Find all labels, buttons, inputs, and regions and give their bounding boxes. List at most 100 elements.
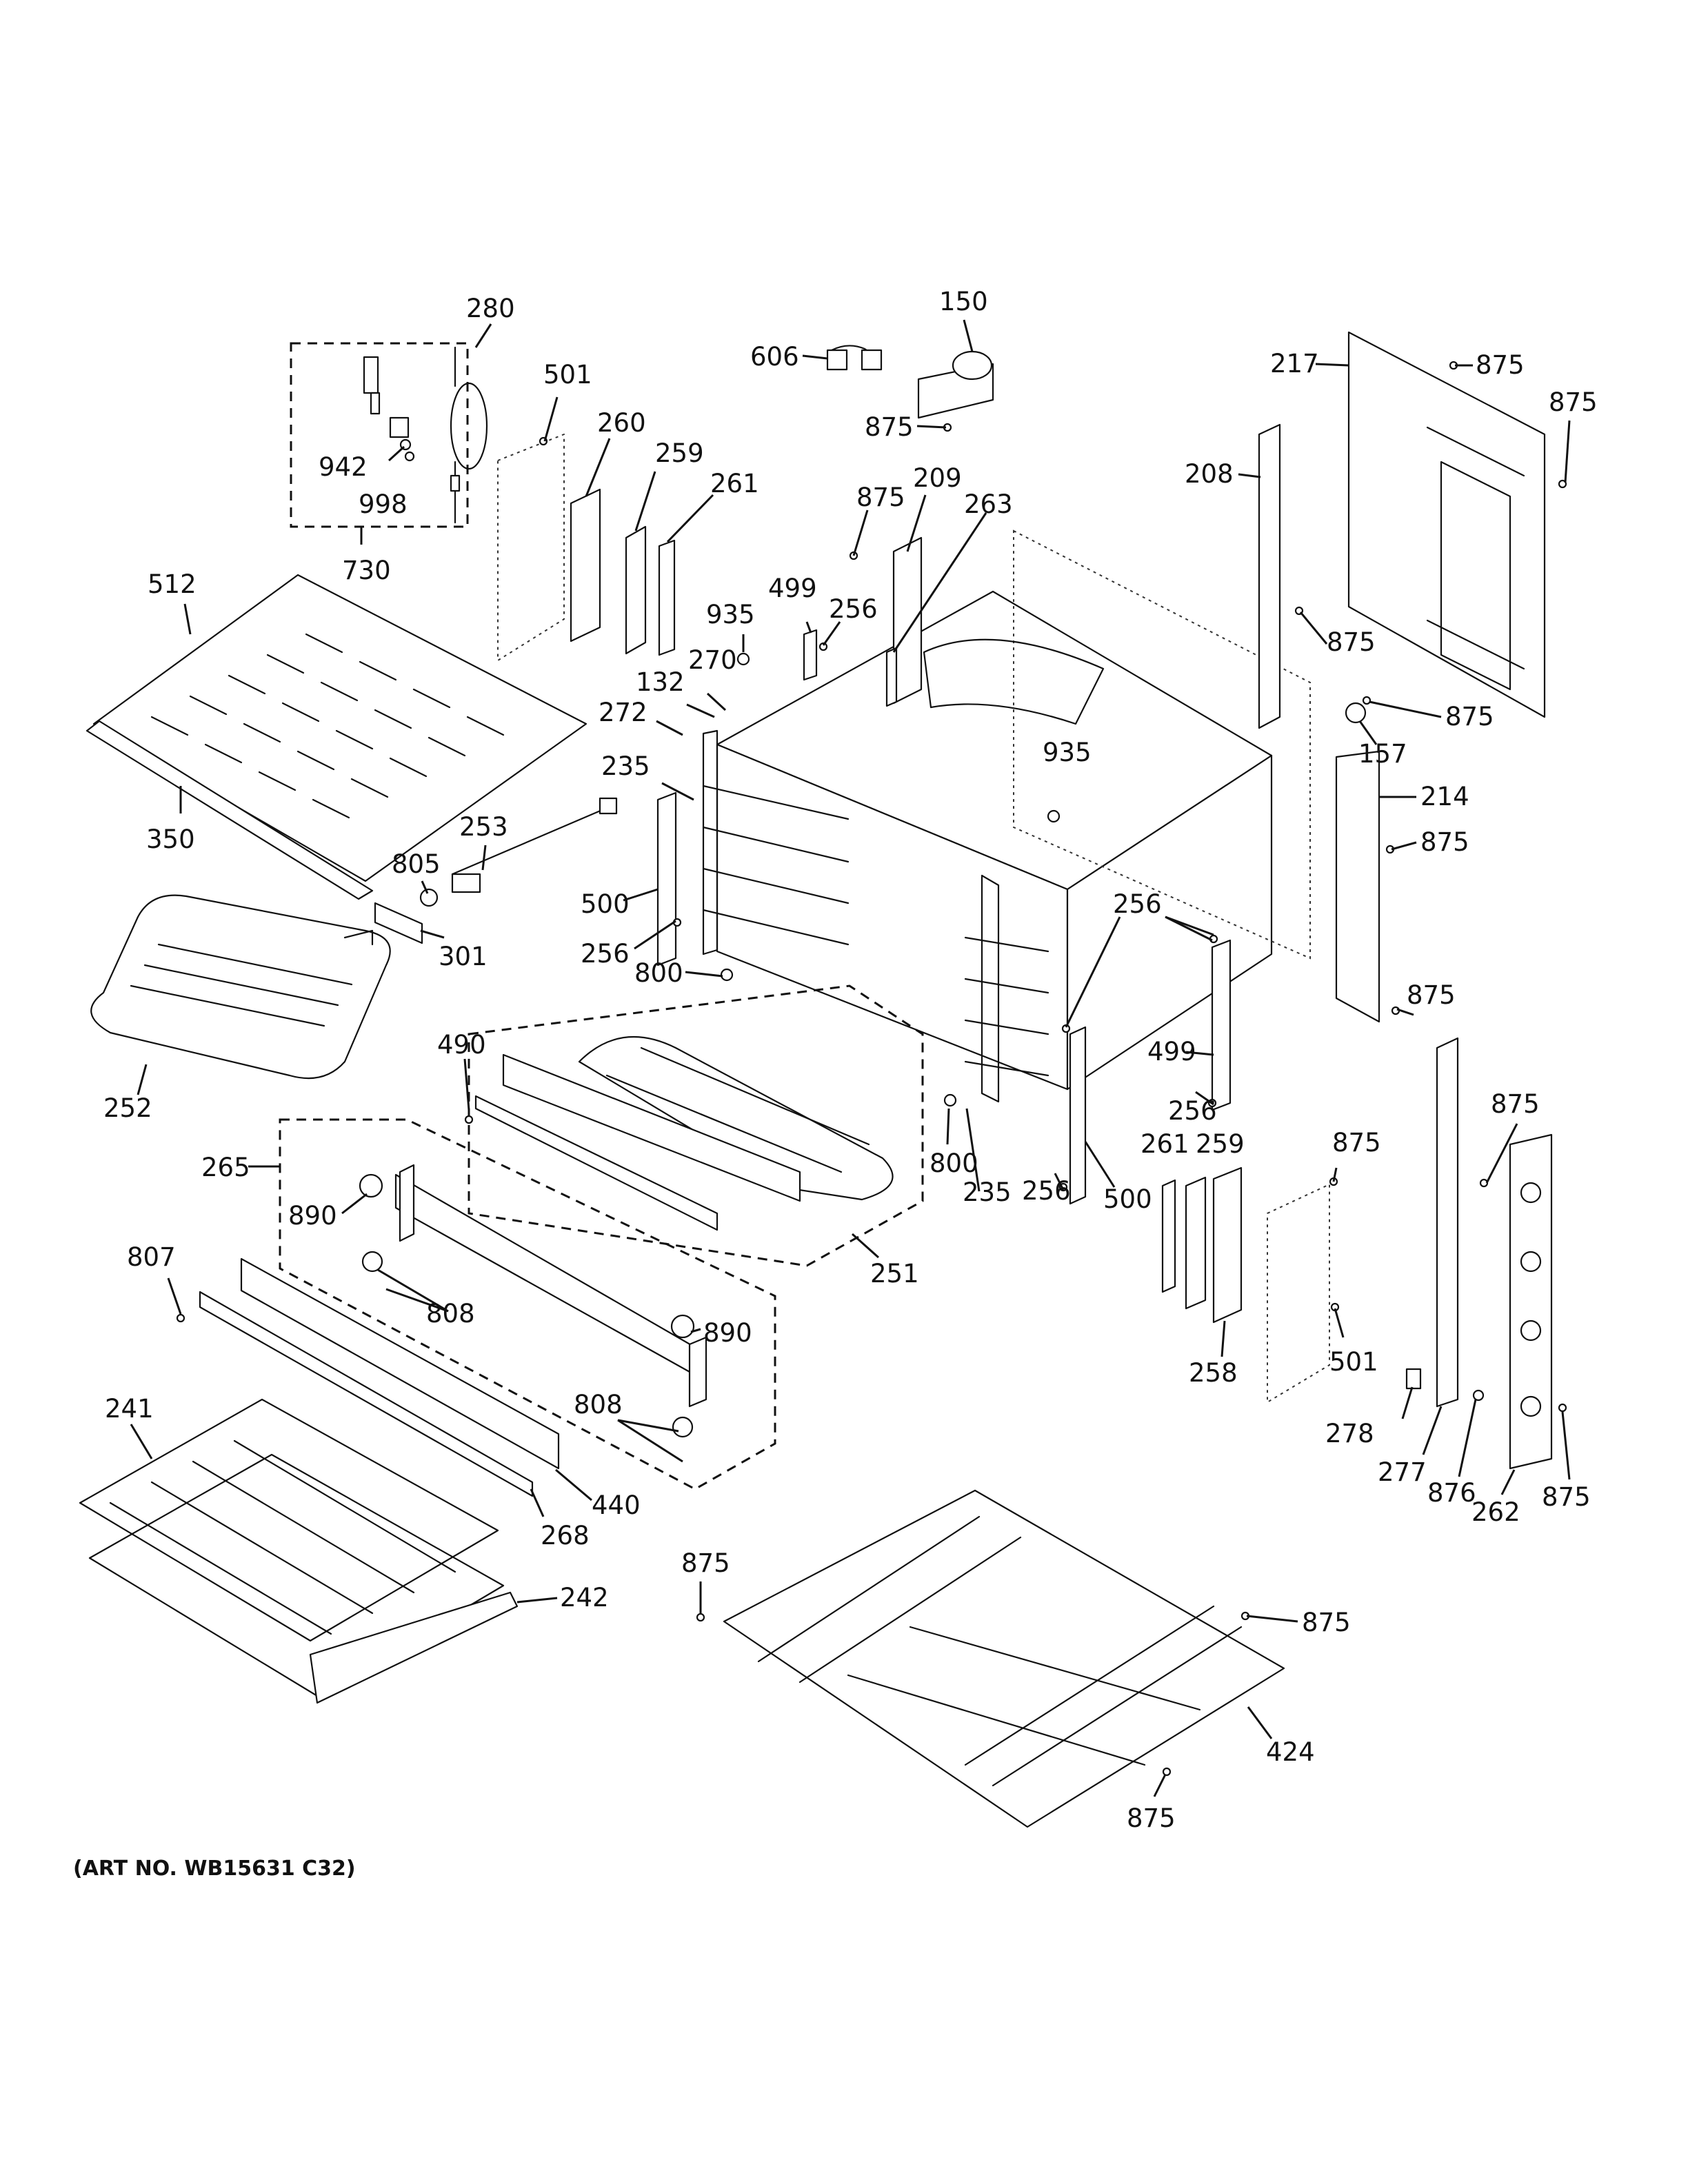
label-500-a: 500 [581, 889, 630, 919]
label-875-a: 875 [865, 412, 914, 442]
label-808-a: 808 [426, 1299, 475, 1328]
part-157-switch [1345, 702, 1367, 724]
label-875-m: 875 [1302, 1608, 1351, 1637]
label-800-b: 800 [930, 1149, 978, 1178]
panel-512-slot [228, 674, 266, 695]
label-499-b: 499 [1147, 1037, 1196, 1066]
label-259-a: 259 [655, 438, 704, 468]
label-875-j: 875 [1332, 1128, 1381, 1157]
part-262-holes [1520, 1182, 1542, 1417]
label-501-b: 501 [1329, 1347, 1378, 1377]
label-258: 258 [1189, 1358, 1238, 1388]
part-217-rear-panel [1347, 331, 1546, 718]
label-875-h: 875 [1407, 980, 1456, 1010]
panel-512-slot [312, 798, 350, 819]
label-235-b: 235 [963, 1177, 1012, 1207]
panel-512-slot [258, 771, 297, 791]
part-490-rail [474, 1095, 719, 1231]
panel-512-slot [189, 695, 228, 716]
label-500-b: 500 [1103, 1184, 1152, 1214]
part-500-strip-left [656, 791, 677, 967]
label-808-b: 808 [574, 1390, 623, 1419]
panel-512-slot [389, 757, 428, 778]
label-301: 301 [439, 942, 488, 971]
label-263: 263 [964, 489, 1013, 519]
part-890-bumper-lower [670, 1314, 695, 1339]
label-277: 277 [1378, 1457, 1427, 1487]
part-259-bracket-right [1185, 1176, 1207, 1310]
panel-512-slot [150, 716, 189, 736]
part-260-panel [570, 488, 601, 643]
label-278: 278 [1325, 1419, 1374, 1448]
part-280-wire [450, 346, 488, 524]
label-256-a: 256 [829, 594, 878, 624]
part-251-bake-element [502, 1035, 894, 1202]
label-499-a: 499 [768, 574, 817, 603]
label-490: 490 [437, 1030, 486, 1060]
panel-512-slot [350, 778, 389, 798]
label-875-k: 875 [1542, 1482, 1591, 1512]
label-256-e: 256 [1022, 1176, 1071, 1206]
part-241-rack [79, 1398, 505, 1697]
part-440-mesh [240, 1257, 560, 1470]
part-501-cover-left [497, 434, 565, 661]
label-350: 350 [146, 825, 195, 854]
label-935-b: 935 [1043, 738, 1092, 767]
label-259-b: 259 [1196, 1129, 1245, 1159]
part-253-probe [451, 797, 618, 893]
label-807: 807 [127, 1242, 176, 1272]
label-876: 876 [1427, 1478, 1476, 1508]
label-606: 606 [750, 342, 799, 372]
label-251: 251 [870, 1259, 919, 1288]
assembly-251-box [468, 984, 924, 1267]
label-217: 217 [1270, 349, 1319, 378]
part-268-rail [199, 1291, 534, 1497]
part-150-motor [917, 350, 994, 419]
part-235-rack-left [702, 729, 850, 956]
panel-512-slot [281, 702, 320, 722]
part-262-panel [1509, 1133, 1553, 1470]
part-301-block [374, 902, 423, 944]
panel-512-slot [266, 654, 305, 674]
part-261-strip-right [1161, 1179, 1176, 1293]
panel-512-slot [466, 716, 505, 736]
label-875-e: 875 [1327, 627, 1376, 657]
panel-512-slot [374, 709, 412, 729]
label-235-a: 235 [601, 751, 650, 781]
label-805: 805 [392, 849, 441, 879]
oven-cavity [716, 529, 1311, 1091]
panel-512-slot [428, 736, 466, 757]
label-512: 512 [148, 569, 197, 599]
panel-512-slot [320, 681, 359, 702]
panel-512-slot [204, 743, 243, 764]
label-268: 268 [541, 1521, 590, 1550]
leader-lines [130, 319, 1571, 1797]
label-875-d: 875 [1549, 387, 1598, 417]
label-256-b: 256 [581, 939, 630, 969]
label-265: 265 [201, 1153, 250, 1182]
part-501-cover-right [1267, 1184, 1330, 1403]
label-875-f: 875 [1445, 702, 1494, 731]
label-132: 132 [636, 667, 685, 697]
part-500-strip-right [1069, 1026, 1087, 1205]
label-890-a: 890 [288, 1201, 337, 1231]
label-241: 241 [105, 1394, 154, 1424]
label-242: 242 [560, 1583, 609, 1612]
part-424-bottom-panel [723, 1489, 1285, 1828]
label-256-d: 256 [1168, 1096, 1217, 1126]
label-875-n: 875 [1127, 1803, 1176, 1833]
panel-512-slot [305, 633, 343, 654]
label-440: 440 [592, 1490, 641, 1520]
part-235-rack-right [964, 874, 1049, 1103]
label-875-b: 875 [856, 483, 905, 512]
fastener-dots [176, 361, 1567, 1777]
art-number: (ART NO. WB15631 C32) [73, 1857, 356, 1881]
part-512-top-panel [92, 574, 587, 882]
label-272: 272 [599, 698, 647, 727]
part-208-strip [1258, 423, 1281, 729]
label-253: 253 [459, 812, 508, 842]
label-262: 262 [1471, 1497, 1520, 1527]
label-209: 209 [913, 463, 962, 493]
label-730: 730 [342, 556, 391, 585]
